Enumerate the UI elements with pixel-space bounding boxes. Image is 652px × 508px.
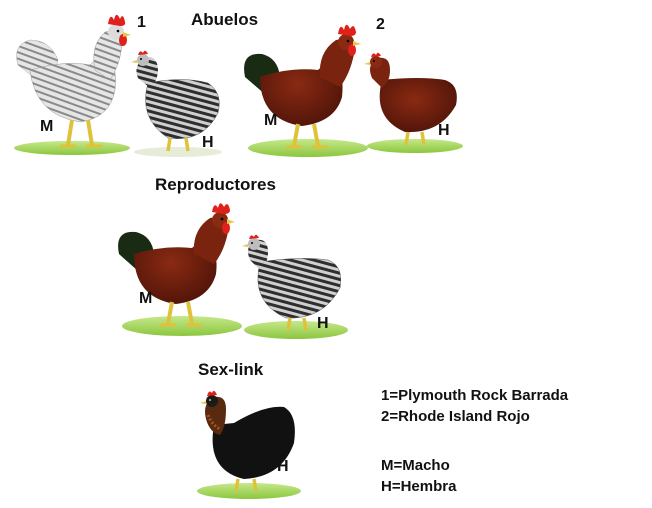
group-2-number: 2	[376, 16, 385, 34]
sex-label-breeder-female: H	[317, 315, 329, 333]
legend-male: M=Macho	[381, 456, 450, 476]
breeder-hen-image	[238, 232, 348, 340]
section-title-sexlink: Sex-link	[198, 360, 263, 380]
sex-label-g2-male: M	[264, 112, 277, 130]
sex-label-breeder-male: M	[139, 290, 152, 308]
section-title-breeders: Reproductores	[155, 175, 276, 195]
sex-label-sexlink-female: H	[277, 458, 289, 476]
legend-breed-2: 2=Rhode Island Rojo	[381, 407, 530, 427]
sex-label-g1-female: H	[202, 134, 214, 152]
sex-link-hen-image	[194, 385, 304, 500]
breeder-rooster-image	[114, 202, 244, 337]
rhode-island-red-rooster-image	[240, 22, 370, 157]
legend-breed-1: 1=Plymouth Rock Barrada	[381, 386, 568, 406]
group-1-number: 1	[137, 14, 146, 32]
sex-label-g1-male: M	[40, 118, 53, 136]
legend-female: H=Hembra	[381, 477, 456, 497]
sex-label-g2-female: H	[438, 122, 450, 140]
barred-rock-rooster-image	[10, 10, 135, 155]
